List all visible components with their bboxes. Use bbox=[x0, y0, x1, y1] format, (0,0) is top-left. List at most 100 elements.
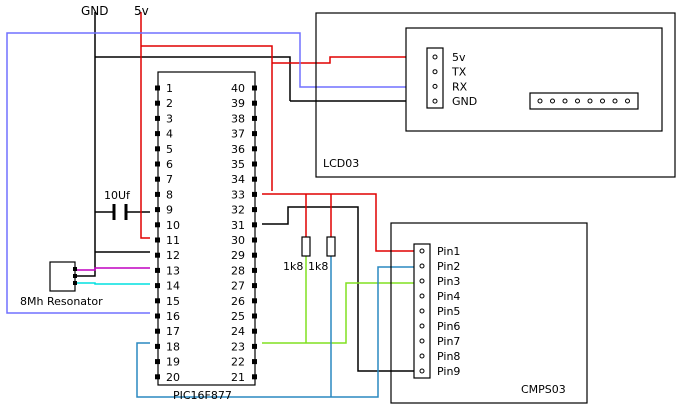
pic-pin-label: 21 bbox=[231, 371, 245, 384]
cmps-pin-dot bbox=[419, 308, 425, 314]
pic-pin-dot bbox=[252, 283, 257, 289]
pic-pin-label: 4 bbox=[166, 128, 173, 141]
lcd-connector bbox=[426, 47, 444, 109]
pic-pin-dot bbox=[252, 191, 257, 197]
lcd-pin-label: TX bbox=[451, 66, 467, 79]
pic-pin-dot bbox=[155, 146, 160, 152]
lcd-display-box bbox=[405, 27, 663, 132]
pic-pin-label: 39 bbox=[231, 97, 245, 110]
resistor-1 bbox=[301, 236, 311, 257]
pic-pin-label: 30 bbox=[231, 234, 245, 247]
pic-pin-dot bbox=[252, 161, 257, 167]
lcd-pin-label: RX bbox=[452, 80, 468, 93]
pic-pin-label: 37 bbox=[231, 128, 245, 141]
pic-pin-label: 23 bbox=[231, 340, 245, 353]
pullup-feed-wire bbox=[305, 194, 332, 237]
pic-pin-dot bbox=[252, 359, 257, 365]
lcd-header-dot bbox=[587, 98, 593, 104]
tx-to-lcd-rx-wire bbox=[6, 32, 430, 314]
pic-pin-label: 36 bbox=[231, 143, 245, 156]
pic-pin-dot bbox=[155, 283, 160, 289]
resistor-1-label: 1k8 bbox=[283, 260, 303, 273]
lcd-header-dot bbox=[600, 98, 605, 104]
pic-pin-label: 31 bbox=[231, 219, 245, 232]
cmps-pin-dot bbox=[419, 293, 425, 299]
pic-pin-dot bbox=[155, 207, 160, 213]
pic-pin-dot bbox=[252, 252, 257, 258]
pic-pin-label: 34 bbox=[231, 173, 245, 186]
pic-pin-label: 24 bbox=[231, 325, 245, 338]
pic-pin-dot bbox=[155, 161, 160, 167]
cmps-pin-dot bbox=[419, 278, 425, 284]
pic-pin-dot bbox=[155, 131, 160, 137]
capacitor bbox=[112, 204, 128, 220]
pic-body bbox=[157, 71, 256, 386]
pic-pin-label: 26 bbox=[231, 295, 245, 308]
pic-pin-label: 27 bbox=[231, 280, 245, 293]
lcd-header-dot bbox=[612, 98, 618, 104]
pic-pin-dot bbox=[155, 359, 160, 365]
pic-pin-label: 14 bbox=[166, 280, 180, 293]
lcd-pin-dot bbox=[432, 69, 438, 75]
cmps-pin-label: Pin8 bbox=[437, 350, 460, 363]
pic-pin-dot bbox=[155, 115, 160, 121]
lcd-pin-dot bbox=[432, 83, 438, 89]
pic-pin-dot bbox=[155, 85, 160, 91]
lcd-header-pins bbox=[537, 98, 630, 104]
pic-pin-label: 11 bbox=[166, 234, 180, 247]
pic-pin-dot bbox=[155, 343, 160, 349]
resistor-2-label: 1k8 bbox=[308, 260, 328, 273]
pic-pin-dot bbox=[155, 374, 160, 380]
gnd-rail-wire bbox=[94, 12, 291, 253]
pic-pin-label: 38 bbox=[231, 112, 245, 125]
cmps-pin-dot bbox=[419, 323, 425, 329]
pic-pin-dot bbox=[252, 313, 257, 319]
lcd-header-dot bbox=[550, 98, 555, 104]
pic-pin-label: 8 bbox=[166, 188, 173, 201]
pic-pin-dot bbox=[252, 298, 257, 304]
pic-pin-dot bbox=[252, 115, 257, 121]
cmps-outer-box bbox=[390, 222, 588, 404]
lcd-outer-box bbox=[315, 12, 676, 178]
cmps-pin-label: Pin1 bbox=[437, 245, 460, 258]
pic-pin-dot bbox=[252, 237, 257, 243]
lcd-pin-label: 5v bbox=[452, 51, 466, 64]
pic-pin-label: 35 bbox=[231, 158, 245, 171]
pic-pin-dot bbox=[155, 298, 160, 304]
pic-pin-label: 22 bbox=[231, 356, 245, 369]
pic-pin-label: 19 bbox=[166, 356, 180, 369]
pic-pin-dot bbox=[155, 328, 160, 334]
pic-pin-label: 29 bbox=[231, 249, 245, 262]
pic-pin-label: 12 bbox=[166, 249, 180, 262]
pic-pin-dot bbox=[252, 328, 257, 334]
pic-pin-label: 2 bbox=[166, 97, 173, 110]
pic-pin-label: 28 bbox=[231, 264, 245, 277]
lcd-header bbox=[529, 92, 639, 110]
pic-pin-dot bbox=[155, 176, 160, 182]
pic-pin-label: 10 bbox=[166, 219, 180, 232]
pic-pin-label: 1 bbox=[166, 82, 173, 95]
gnd-to-cmps-wire bbox=[262, 206, 430, 372]
lcd-header-dot bbox=[537, 98, 543, 104]
pic-label: PIC16F877 bbox=[173, 389, 232, 402]
resonator-osc2-wire bbox=[75, 282, 150, 285]
cmps-pin-dot bbox=[419, 263, 425, 269]
lcd-pin-dot bbox=[432, 98, 438, 104]
lcd-header-dot bbox=[625, 98, 630, 104]
pic-pin-label: 40 bbox=[231, 82, 245, 95]
lcd-pin-label: GND bbox=[452, 95, 477, 108]
pic-pin-label: 9 bbox=[166, 204, 173, 217]
pic-pin-dot bbox=[252, 343, 257, 349]
lcd-header-dot bbox=[575, 98, 580, 104]
pic-pin-dot bbox=[252, 267, 257, 273]
pic-chip: 1234567891011121314151617181920403938373… bbox=[155, 71, 257, 402]
pic-pin-dot bbox=[155, 100, 160, 106]
cmps-pin-label: Pin3 bbox=[437, 275, 460, 288]
pic-pin-dot bbox=[252, 374, 257, 380]
pic-pin-dot bbox=[155, 222, 160, 228]
pic-pin-label: 7 bbox=[166, 173, 173, 186]
